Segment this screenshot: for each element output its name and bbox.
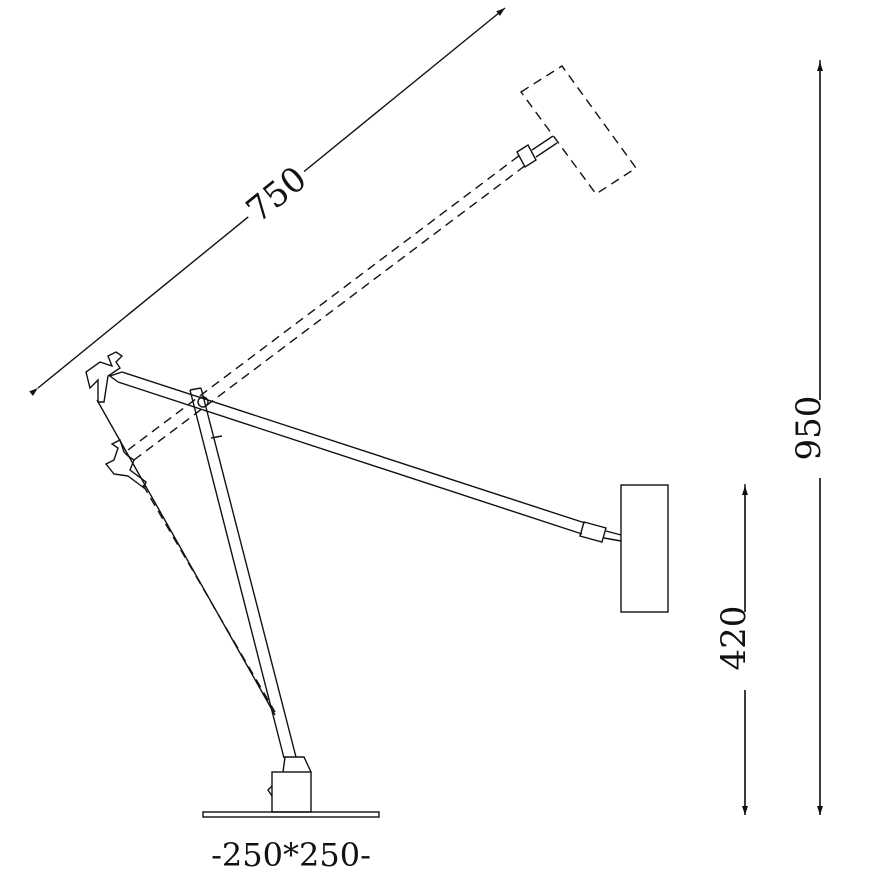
raised-arm-outline xyxy=(127,65,637,713)
total-height-label: 950 xyxy=(789,396,829,461)
arm-length-dimension: 750 xyxy=(29,7,506,397)
base-size-label: -250*250- xyxy=(211,836,371,874)
lamp-base xyxy=(202,756,380,818)
head-height-label: 420 xyxy=(714,606,754,671)
lamp-arm xyxy=(108,371,669,613)
lamp-post xyxy=(96,387,297,759)
figure-icon xyxy=(85,351,147,490)
lamp-head xyxy=(620,484,669,613)
arm-length-label: 750 xyxy=(239,159,315,231)
pivot-joint xyxy=(197,396,209,408)
total-height-dimension: 950 xyxy=(789,60,838,815)
head-height-dimension: 420 xyxy=(714,484,763,815)
